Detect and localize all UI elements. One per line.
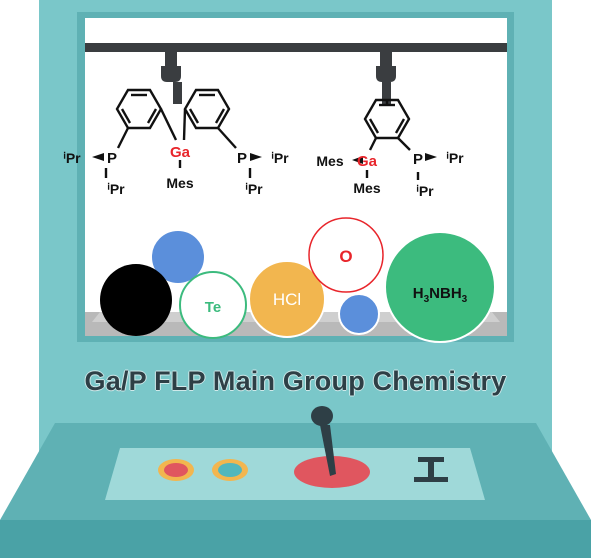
- red-button[interactable]: [164, 463, 188, 477]
- gallium-label-left: Ga: [170, 144, 191, 161]
- joystick-knob[interactable]: [311, 406, 333, 426]
- te-ball: [179, 271, 247, 339]
- black-ball: [100, 264, 172, 336]
- phosphorus-label-left: P: [107, 150, 117, 167]
- ipr-label: ⁱPr: [416, 183, 434, 199]
- phosphorus-label-right: P: [237, 150, 247, 167]
- ipr-label: ⁱPr: [107, 181, 125, 197]
- blue-ball-top: [150, 229, 206, 285]
- ipr-label: ⁱPr: [446, 150, 464, 166]
- oxygen-label: O: [339, 247, 352, 266]
- hcl-label: HCl: [273, 290, 301, 309]
- hcl-ball: [248, 260, 326, 338]
- ammonia-borane-label: H3NBH3: [413, 285, 468, 305]
- mes-label: Mes: [316, 153, 343, 169]
- oxygen-ball: [308, 217, 384, 293]
- gallium-label-right: Ga: [357, 153, 378, 170]
- teal-button[interactable]: [218, 463, 242, 477]
- right-claw-icon: [376, 52, 396, 104]
- molecule-left: [104, 88, 252, 178]
- ipr-label: ⁱPr: [245, 181, 263, 197]
- ammonia-borane-ball: [384, 231, 496, 343]
- left-claw-icon: [161, 52, 182, 104]
- te-label: Te: [205, 299, 221, 316]
- mes-label: Mes: [353, 180, 380, 196]
- joystick[interactable]: [294, 406, 370, 488]
- benzene-ring-left: [115, 88, 163, 130]
- joystick-stick: [320, 425, 336, 476]
- control-panel-front: [0, 520, 591, 558]
- mes-label-left: Mes: [166, 175, 193, 191]
- ipr-label: ⁱPr: [63, 150, 81, 166]
- phosphorus-label: P: [413, 151, 423, 168]
- molecule-right: [363, 98, 420, 180]
- page-title: Ga/P FLP Main Group Chemistry: [84, 366, 507, 396]
- claw-rail: [85, 43, 507, 52]
- blue-ball-small: [338, 293, 380, 335]
- ipr-label: ⁱPr: [271, 150, 289, 166]
- t-handle-icon: [414, 457, 448, 482]
